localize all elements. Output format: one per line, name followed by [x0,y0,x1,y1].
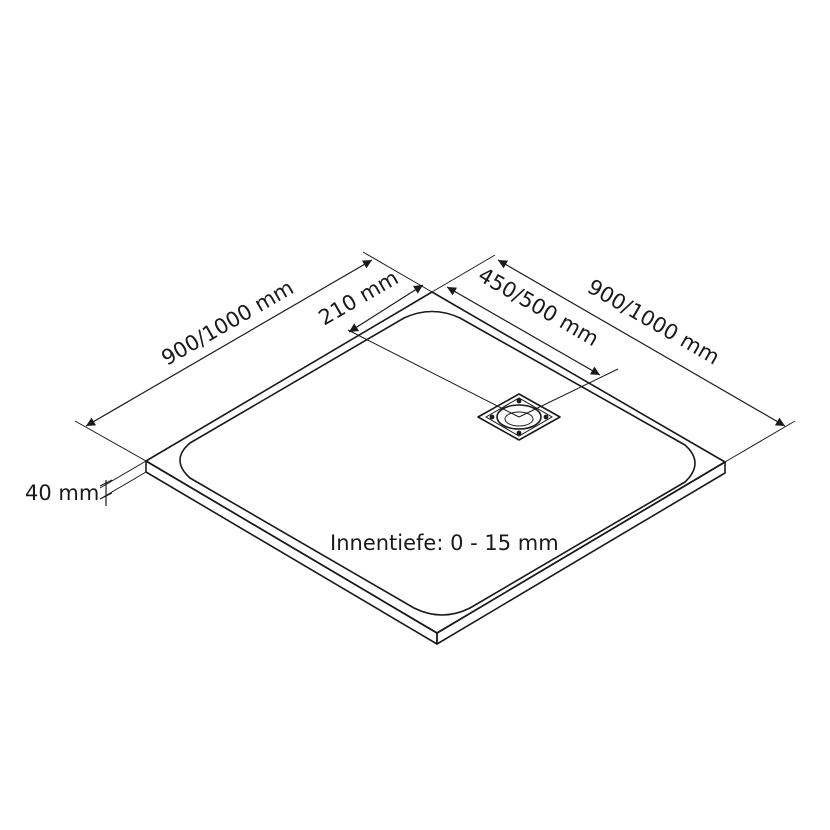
dim-line-width-left [85,259,373,427]
tray-top-face [145,291,726,634]
label-drain-offset: 210 mm [315,266,403,331]
dimension-lines [85,259,786,506]
tray-inner-surface [179,310,696,616]
dim-line-drain-offset [348,284,424,333]
tray-body [145,291,726,645]
extension-lines [74,251,796,500]
label-inner-depth: Innentiefe: 0 - 15 mm [330,531,559,555]
label-width-left: 900/1000 mm [157,275,297,370]
dim-line-width-right [497,259,786,427]
label-drain-position: 450/500 mm [474,263,603,351]
label-height: 40 mm [25,481,99,505]
